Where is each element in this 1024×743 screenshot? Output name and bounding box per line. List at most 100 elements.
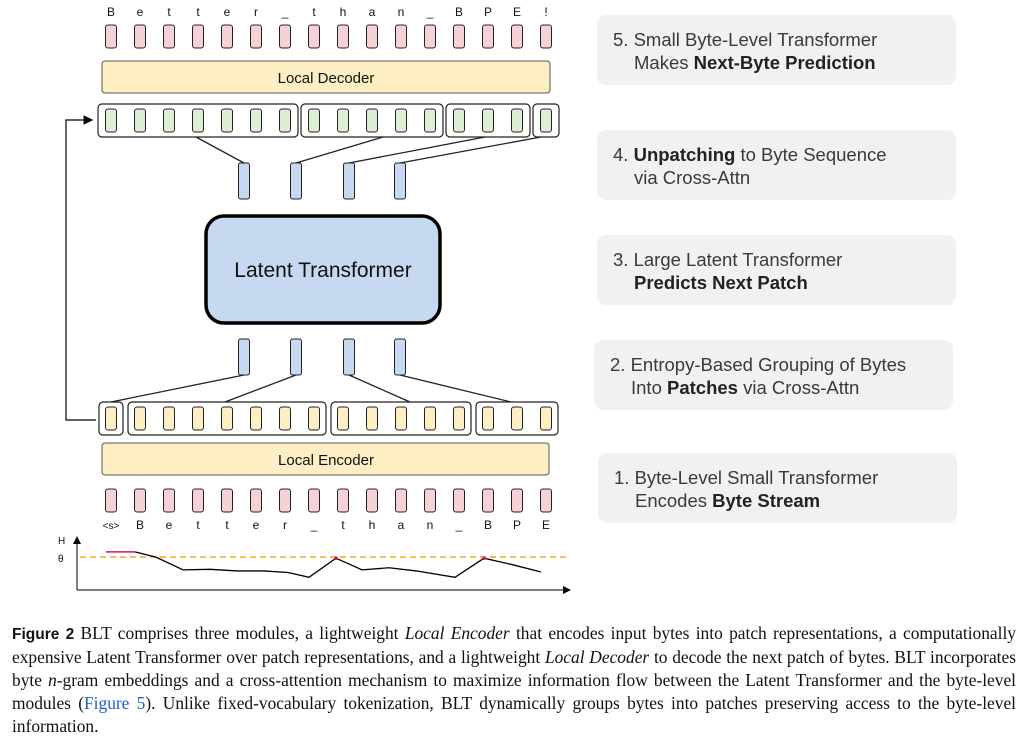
entropy-threshold-label: θ — [58, 554, 64, 565]
output-byte-box — [105, 24, 117, 49]
encoder-patch-cell — [308, 406, 320, 431]
input-byte-box — [308, 488, 320, 513]
input-byte-label: <s> — [103, 521, 120, 532]
output-byte-label: e — [137, 5, 144, 19]
input-byte-box — [395, 488, 407, 513]
decoder-patch-groups — [97, 103, 560, 138]
output-byte-label: h — [340, 5, 347, 19]
output-byte-box — [163, 24, 175, 49]
entropy-y-label: H — [58, 536, 65, 547]
output-byte-box — [279, 24, 291, 49]
output-byte-box — [250, 24, 262, 49]
step-3-line-1: 3. Large Latent Transformer — [613, 249, 843, 270]
latent-output-slot — [238, 162, 250, 200]
decoder-patch-cell — [134, 108, 146, 133]
output-byte-label: e — [224, 5, 231, 19]
encoder-patch-cell — [482, 406, 494, 431]
patching-connector — [110, 374, 245, 403]
latent-input-slot — [290, 338, 302, 376]
input-byte-label: t — [225, 518, 229, 532]
encoder-patch-cell — [279, 406, 291, 431]
encoder-patch-cell — [105, 406, 117, 431]
output-byte-label: _ — [426, 5, 434, 19]
output-byte-box — [221, 24, 233, 49]
input-byte-box — [105, 488, 117, 513]
output-byte-box — [337, 24, 349, 49]
step-5-line-2: Makes Next-Byte Prediction — [634, 52, 876, 73]
input-byte-box — [192, 488, 204, 513]
step-1-line-1: 1. Byte-Level Small Transformer — [614, 467, 879, 488]
input-byte-label: h — [369, 518, 376, 532]
patching-connector — [399, 374, 512, 403]
input-byte-box — [424, 488, 436, 513]
input-byte-label: B — [484, 518, 492, 532]
step-1-box: 1. Byte-Level Small Transformer Encodes … — [598, 453, 957, 523]
decoder-patch-cell — [163, 108, 175, 133]
input-byte-box — [540, 488, 552, 513]
input-byte-label: P — [513, 518, 521, 532]
step-5-box: 5. Small Byte-Level Transformer Makes Ne… — [597, 15, 956, 85]
input-byte-box — [279, 488, 291, 513]
encoder-patch-groups — [98, 401, 559, 436]
encoder-patch-cell — [511, 406, 523, 431]
input-byte-label: r — [283, 518, 287, 532]
decoder-patch-cell — [221, 108, 233, 133]
encoder-patch-cell — [192, 406, 204, 431]
decoder-patch-cell — [453, 108, 465, 133]
output-byte-label: t — [312, 5, 316, 19]
local-encoder-label: Local Encoder — [278, 452, 374, 469]
input-byte-boxes — [105, 488, 552, 513]
decoder-patch-cell — [279, 108, 291, 133]
decoder-patch-cell — [424, 108, 436, 133]
encoder-patch-cell — [221, 406, 233, 431]
output-byte-label: _ — [281, 5, 289, 19]
step-2-box: 2. Entropy-Based Grouping of Bytes Into … — [594, 340, 953, 410]
latent-output-slot — [394, 162, 406, 200]
latent-input-slot — [394, 338, 406, 376]
output-byte-box — [395, 24, 407, 49]
input-byte-box — [453, 488, 465, 513]
latent-input-slots — [238, 338, 406, 376]
entropy-peak-marker — [482, 556, 486, 560]
input-byte-box — [511, 488, 523, 513]
output-byte-label: ! — [544, 5, 547, 19]
latent-output-slot — [343, 162, 355, 200]
figure-5-link[interactable]: Figure 5 — [84, 693, 146, 713]
output-byte-box — [134, 24, 146, 49]
decoder-patch-cell — [105, 108, 117, 133]
output-byte-box — [511, 24, 523, 49]
output-byte-label: a — [369, 5, 376, 19]
output-byte-label: P — [484, 5, 492, 19]
input-byte-label: t — [341, 518, 345, 532]
output-byte-label: t — [196, 5, 200, 19]
local-decoder-box — [101, 60, 551, 94]
input-byte-box — [366, 488, 378, 513]
unpatching-connector — [195, 136, 245, 164]
latent-input-slot — [343, 338, 355, 376]
latent-output-slots — [238, 162, 406, 200]
step-4-box: 4. Unpatching to Byte Sequence via Cross… — [597, 130, 956, 200]
output-byte-boxes — [105, 24, 552, 49]
entropy-polyline — [134, 551, 542, 578]
input-byte-label: n — [427, 518, 434, 532]
encoder-patch-cell — [337, 406, 349, 431]
encoder-patch-cell — [134, 406, 146, 431]
patching-connector — [224, 374, 297, 403]
encoder-patch-cell — [395, 406, 407, 431]
unpatching-connector — [295, 136, 384, 164]
input-byte-label: e — [166, 518, 173, 532]
output-byte-box — [453, 24, 465, 49]
output-byte-label: r — [254, 5, 258, 19]
decoder-patch-cell — [511, 108, 523, 133]
input-byte-label: t — [196, 518, 200, 532]
entropy-line — [106, 551, 542, 578]
feedback-arrow — [65, 115, 96, 421]
output-byte-label: E — [513, 5, 521, 19]
step-2-line-1: 2. Entropy-Based Grouping of Bytes — [610, 354, 907, 375]
entropy-plot: H θ — [58, 536, 571, 594]
input-byte-label: B — [136, 518, 144, 532]
output-byte-box — [424, 24, 436, 49]
decoder-patch-cell — [366, 108, 378, 133]
